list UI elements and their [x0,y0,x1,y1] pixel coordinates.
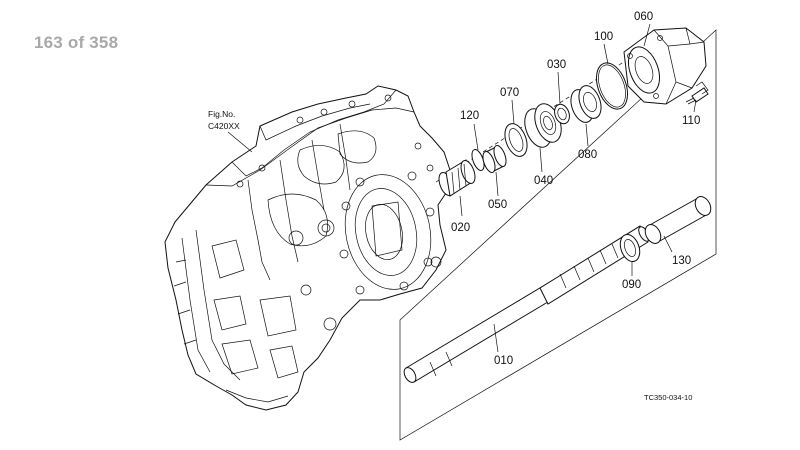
callout-070: 070 [500,87,519,99]
part-060-cover [623,27,707,105]
callout-060: 060 [634,11,653,23]
part-090-ring [619,233,641,263]
fig-no-label: Fig.No. [208,109,235,119]
fig-no-leader [227,131,253,153]
page-indicator: 163 of 358 [34,33,119,52]
callout-020: 020 [451,222,470,234]
part-070-oil-seal [504,123,528,157]
callout-130: 130 [672,255,691,267]
part-080-bearing [570,85,602,123]
transmission-case-drawing [164,85,451,411]
part-020-needle-bearing [438,159,476,197]
callout-090: 090 [622,279,641,291]
callout-050: 050 [488,199,507,211]
callout-080: 080 [578,149,597,161]
part-100-o-ring [595,62,629,110]
callout-110: 110 [682,115,700,127]
callout-030: 030 [547,59,566,71]
part-030-spacer [554,103,570,125]
parts-group-frame [399,29,717,441]
part-050-collar [482,145,507,173]
drawing-reference-code: TC350-034-10 [644,393,692,402]
part-010-shaft [403,225,650,383]
fig-no-value: C420XX [208,121,240,131]
callout-120: 120 [460,110,479,122]
callout-010: 010 [494,355,513,367]
part-130-sleeve [644,196,712,244]
callout-leaders [459,23,697,353]
callout-040: 040 [534,175,553,187]
part-110-bolt [685,81,709,105]
callout-100: 100 [594,31,613,43]
